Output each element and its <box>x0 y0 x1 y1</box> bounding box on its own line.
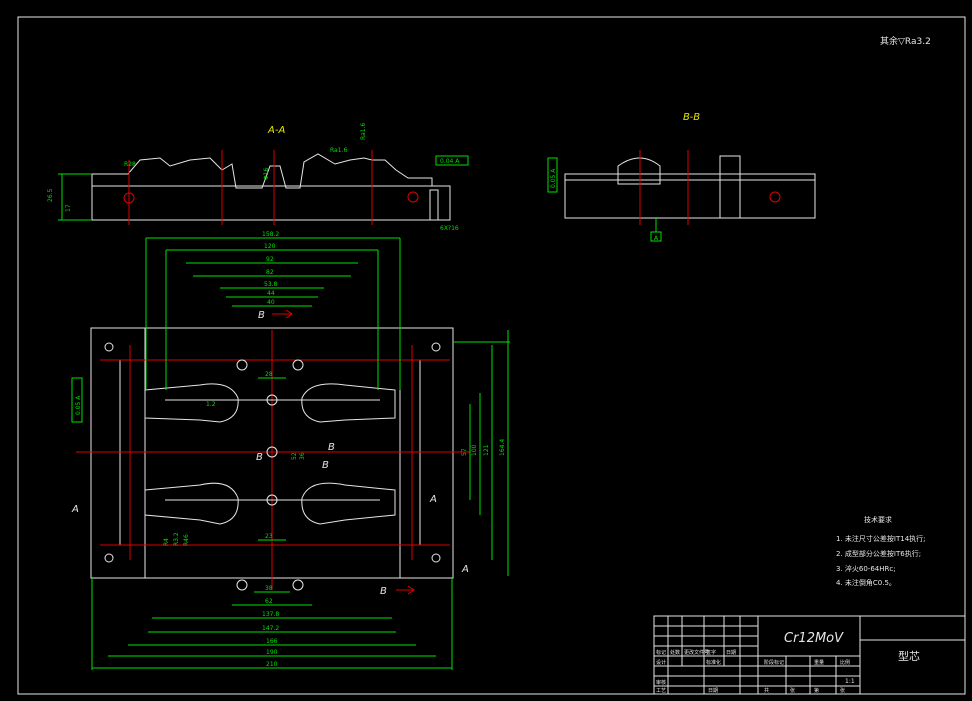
dim-bottom-0: 137.8 <box>262 611 279 618</box>
dim-top-1: 120 <box>264 243 276 250</box>
plan-datum-tol: 0.05 A <box>75 395 82 415</box>
section-aa-title: A-A <box>267 125 285 136</box>
tb-label-14: 张 <box>790 687 795 694</box>
tb-label-8: 重量 <box>814 659 824 666</box>
dim-top-3: 82 <box>266 269 274 276</box>
section-bb: B-B 0.05 A A <box>547 112 816 242</box>
tb-label-13: 共 <box>764 687 769 694</box>
small-label-0: 1.2 <box>206 401 216 408</box>
small-label-1: 52 <box>291 452 298 460</box>
section-bb-title: B-B <box>683 112 700 123</box>
roughness-note: 其余▽Ra3.2 <box>880 35 931 47</box>
dim-bottom-1: 147.2 <box>262 625 279 632</box>
dim-right-2: 121 <box>483 444 490 456</box>
tech-req-item-2: 3. 淬火60-64HRc; <box>836 564 896 573</box>
dim-center-0: 28 <box>265 371 273 378</box>
dim-aa-side: 6X?16 <box>440 225 459 232</box>
dim-aa-center: Φ16 <box>263 167 270 180</box>
dim-center-3: 23 <box>265 533 273 540</box>
tb-label-1: 处数 <box>670 649 680 656</box>
dim-right-0: 57 <box>461 448 468 456</box>
tb-label-2: 更改文件号 <box>684 649 709 656</box>
small-label-2: 36 <box>299 452 306 460</box>
tb-label-7: 阶段标记 <box>764 659 784 666</box>
tech-req-item-3: 4. 未注倒角C0.5。 <box>836 578 896 587</box>
part-name: 型芯 <box>898 649 920 663</box>
ra-left: R28 <box>124 161 136 168</box>
tb-label-15: 第 <box>814 687 819 694</box>
dim-bottom-3: 190 <box>266 649 278 656</box>
tol-aa: 0.04 A <box>440 158 460 165</box>
tb-label-3: 签字 <box>706 649 716 656</box>
ra-top-b: Ra1.6 <box>360 123 367 140</box>
plan-view: 158.2 120 92 82 53.8 44 40 137.8 147.2 1… <box>71 231 510 670</box>
technical-requirements: 技术要求 1. 未注尺寸公差按IT14执行; 2. 成型部分公差按IT6执行; … <box>836 515 926 587</box>
marker-a-right: A <box>429 494 437 505</box>
dim-aa-small: 17 <box>65 204 72 212</box>
marker-a-left: A <box>71 504 79 515</box>
dim-right-3: 164.4 <box>499 439 506 456</box>
dim-left-2: R46 <box>183 534 190 546</box>
scale: 1:1 <box>845 678 855 685</box>
marker-b-top: B <box>258 310 265 321</box>
dim-top-0: 158.2 <box>262 231 279 238</box>
dim-center-1: 38 <box>265 585 273 592</box>
tech-req-item-0: 1. 未注尺寸公差按IT14执行; <box>836 534 926 543</box>
section-aa-body <box>91 153 451 221</box>
marker-a-right-2: A <box>461 564 469 575</box>
tb-label-12: 日期 <box>708 688 718 694</box>
tech-req-item-1: 2. 成型部分公差按IT6执行; <box>836 549 921 558</box>
tb-label-9: 比例 <box>840 659 850 666</box>
dim-aa-height: 26.5 <box>47 188 54 202</box>
dim-top-6: 40 <box>267 299 275 306</box>
datum-bb: A <box>654 235 659 242</box>
title-block: Cr12MoV 型芯 1:1 标记 处数 更改文件号 签字 日期 设计 标准化 … <box>653 615 966 695</box>
dim-left-0: R4 <box>163 538 170 546</box>
marker-b-mid-2: B <box>322 460 329 471</box>
tb-label-10: 审核 <box>656 679 666 686</box>
dim-top-2: 92 <box>266 256 274 263</box>
ra-top-a: Ra1.6 <box>330 147 347 154</box>
marker-b-mid: B <box>328 442 335 453</box>
section-aa: A-A 26.5 17 Ra1.6 Ra1.6 R28 0.04 A 6X?16… <box>47 123 469 232</box>
dim-bottom-2: 166 <box>266 638 278 645</box>
dim-top-4: 53.8 <box>264 281 278 288</box>
drawing-frame <box>17 16 966 695</box>
tb-label-0: 标记 <box>656 649 666 656</box>
material: Cr12MoV <box>784 631 844 646</box>
tb-label-6: 标准化 <box>706 659 721 666</box>
dim-top-5: 44 <box>267 290 275 297</box>
dim-left-1: R3.2 <box>173 532 180 546</box>
marker-b-bottom: B <box>380 586 387 597</box>
marker-b-center: B <box>256 452 263 463</box>
dim-center-2: 62 <box>265 598 273 605</box>
tb-label-5: 设计 <box>656 659 666 666</box>
tb-label-4: 日期 <box>726 650 736 656</box>
dim-right-1: 100 <box>471 444 478 456</box>
tb-label-16: 张 <box>840 687 845 694</box>
tol-bb: 0.05 A <box>550 168 557 188</box>
tb-label-11: 工艺 <box>656 688 666 694</box>
dim-bottom-4: 210 <box>266 661 278 668</box>
tech-req-title: 技术要求 <box>864 515 892 524</box>
